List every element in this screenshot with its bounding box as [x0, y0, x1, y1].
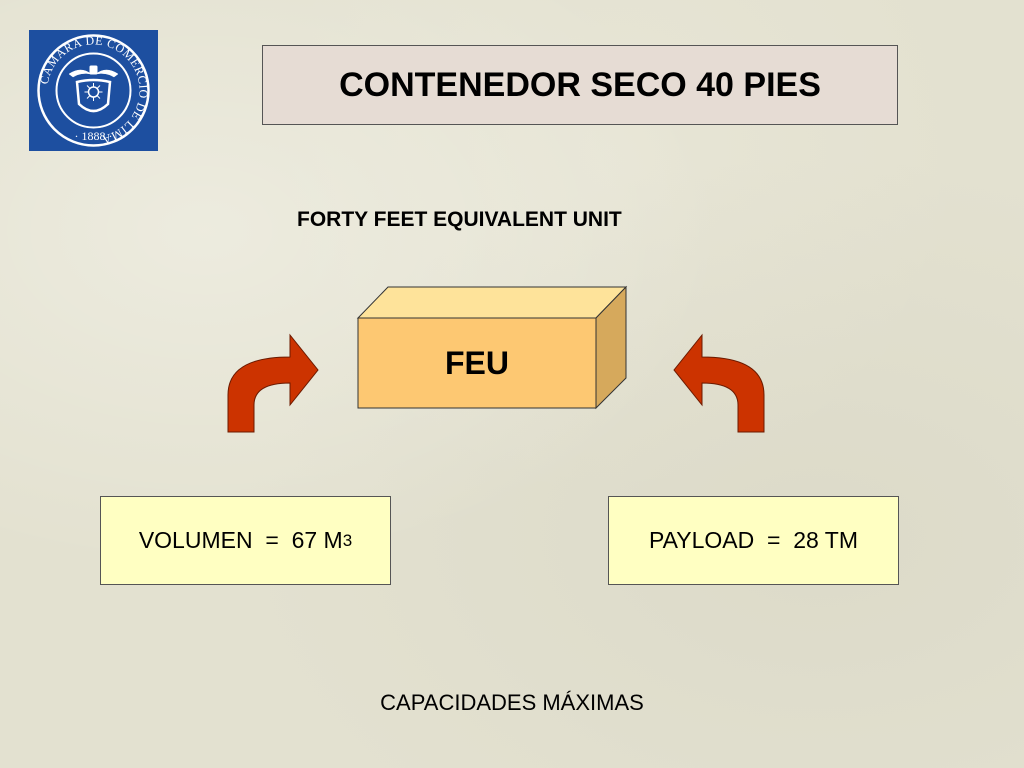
logo-year: · 1888 · [75, 129, 113, 143]
footer-caption: CAPACIDADES MÁXIMAS [380, 690, 644, 715]
container-box-top [356, 286, 628, 319]
subtitle: FORTY FEET EQUIVALENT UNIT [297, 208, 622, 231]
payload-text: PAYLOAD = 28 TM [649, 527, 858, 553]
logo-emblem-icon [68, 65, 119, 113]
left-curved-arrow-icon [227, 333, 319, 433]
payload-box: PAYLOAD = 28 TM [608, 496, 899, 585]
volume-text: VOLUMEN = 67 M [138, 527, 343, 553]
container-label: FEU [445, 344, 509, 381]
container-box-front [357, 317, 597, 409]
camara-comercio-lima-logo: CAMARA DE COMERCIO DE LIMA · 1888 · [29, 30, 158, 151]
page-title: CONTENEDOR SECO 40 PIES [339, 65, 821, 104]
title-box: CONTENEDOR SECO 40 PIES [262, 45, 898, 125]
volume-unit-suffix: 3 [342, 530, 353, 550]
right-curved-arrow-icon [673, 333, 765, 433]
